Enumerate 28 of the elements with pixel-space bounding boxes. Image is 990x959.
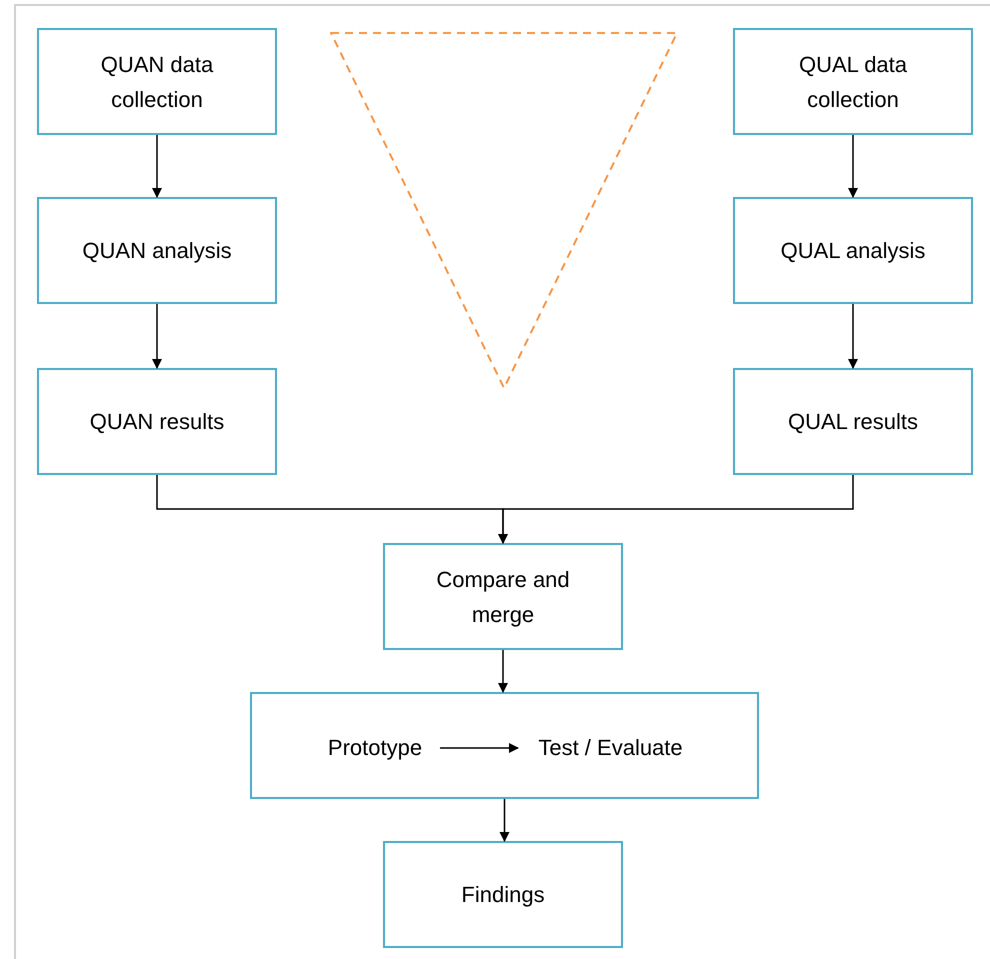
box-label: QUAN analysis [81, 237, 233, 265]
step-label: Prototype [310, 732, 440, 764]
box-label: Findings [460, 881, 546, 909]
step-label: Test / Evaluate [518, 732, 703, 764]
box-label: QUAN data collection [100, 50, 214, 114]
arrow [440, 743, 519, 753]
box-label: QUAL analysis [780, 237, 926, 265]
process-box [383, 543, 623, 650]
arrow [498, 475, 854, 544]
arrow [848, 135, 858, 198]
arrow [848, 304, 858, 369]
process-box [383, 841, 623, 948]
process-box [733, 368, 973, 475]
process-box [37, 28, 277, 135]
box-label: QUAN results [88, 408, 226, 436]
arrow [498, 650, 508, 693]
process-box [37, 197, 277, 304]
dashed-triangle [330, 32, 678, 390]
box-label: QUAL data collection [798, 50, 908, 114]
arrow [152, 304, 162, 369]
process-box [733, 28, 973, 135]
process-box [250, 692, 759, 799]
arrow [152, 135, 162, 198]
arrow [500, 799, 510, 842]
process-box [733, 197, 973, 304]
box-label: Compare and merge [435, 566, 571, 629]
process-box [37, 368, 277, 475]
box-label: QUAL results [786, 408, 919, 436]
